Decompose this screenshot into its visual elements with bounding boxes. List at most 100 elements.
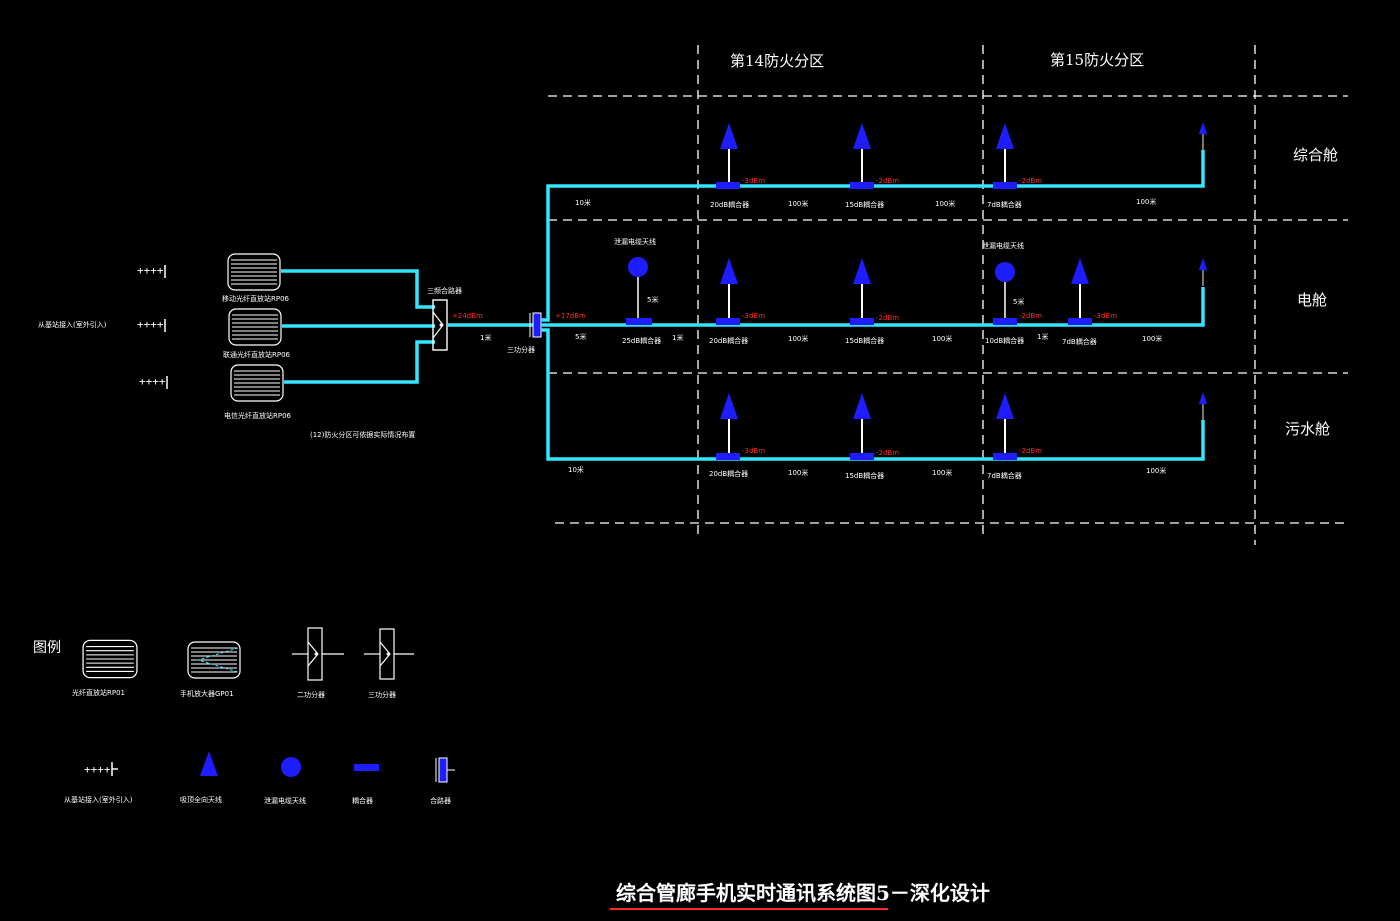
svg-text:++++: ++++ (137, 264, 164, 277)
row1-power-1: -3dBm (742, 177, 765, 185)
row2-span-1: 100米 (788, 334, 808, 343)
antenna-icon (719, 391, 739, 455)
fiber-input-2: ++++ (137, 318, 228, 332)
row1-coupler-3: 7dB耦合器 (987, 200, 1022, 209)
diagram-title: 综合管廊手机实时通讯系统图5－深化设计 (616, 881, 990, 905)
antenna-icon (995, 391, 1015, 455)
legend-item9: 合路器 (430, 796, 451, 805)
rru-icon-2 (228, 308, 282, 346)
antenna-icon (995, 121, 1015, 185)
antenna-icon (852, 391, 872, 455)
legend-item5: 从基站接入(室外引入) (64, 795, 133, 804)
row3-span-2: 100米 (932, 468, 952, 477)
row2-power-1: -3dBm (742, 312, 765, 320)
rru2-label: 联通光纤直放站RP06 (223, 350, 291, 359)
svg-text:++++: ++++ (84, 763, 111, 776)
coupler-icon (850, 453, 874, 460)
row2-span-3: 1米 (1037, 332, 1048, 341)
rru-legend-icon (82, 639, 138, 679)
rru-icon-3 (230, 364, 284, 402)
coupler-icon (850, 182, 874, 189)
coupler-icon (716, 318, 740, 325)
row2-len-after0: 1米 (672, 333, 683, 342)
legend-item2: 手机放大器GP01 (180, 689, 234, 698)
amplifier-legend-icon (187, 641, 241, 679)
antenna-icon (852, 256, 872, 320)
row2-leak-len-1: 5米 (647, 295, 658, 304)
row1-first-len: 10米 (575, 198, 591, 207)
coupler-icon (626, 318, 652, 325)
rru-icon-1 (227, 253, 281, 291)
zone14-label: 第14防火分区 (730, 52, 824, 70)
leaky-cable-icon (628, 257, 648, 277)
row2-coupler-2: 15dB耦合器 (845, 336, 884, 345)
legend-item6: 吸顶全向天线 (180, 795, 222, 804)
leaky-cable-icon (995, 262, 1015, 282)
antenna-legend-icon (200, 751, 218, 776)
row3-first-len: 10米 (568, 465, 584, 474)
splitter-label: 三功分器 (507, 345, 535, 354)
row3-power-2: -2dBm (876, 449, 899, 457)
rru3-label: 电信光纤直放站RP06 (224, 411, 292, 420)
row1-coupler-2: 15dB耦合器 (845, 200, 884, 209)
row1-span-3: 100米 (1136, 197, 1156, 206)
coupler-icon (716, 453, 740, 460)
row2-power-4: -3dBm (1094, 312, 1117, 320)
source-label: 从基站接入(室外引入) (38, 320, 107, 329)
coupler-icon (993, 182, 1017, 189)
base-station-legend-icon: ++++ (84, 762, 118, 776)
row3-coupler-3: 7dB耦合器 (987, 471, 1022, 480)
svg-text:++++: ++++ (139, 375, 166, 388)
row3-coupler-2: 15dB耦合器 (845, 471, 884, 480)
zone15-label: 第15防火分区 (1050, 51, 1144, 69)
coupler-icon (716, 182, 740, 189)
combiner-legend-icon (435, 757, 455, 783)
row3-span-3: 100米 (1146, 466, 1166, 475)
row3-branch: 10米 20dB耦合器 15dB耦合器 7dB耦合器 -3dBm -2dBm -… (568, 391, 1209, 480)
row3-span-1: 100米 (788, 468, 808, 477)
row1-span-1: 100米 (788, 199, 808, 208)
legend-item7: 泄漏电缆天线 (264, 796, 306, 805)
antenna-icon (719, 256, 739, 320)
coupler-icon (993, 318, 1017, 325)
legend: 图例 光纤直放站RP01 手机放大器GP01 二功分器 三功分器 ++++ (33, 627, 455, 805)
legend-item3: 二功分器 (297, 690, 325, 699)
fiber-input-3: ++++ (139, 375, 230, 389)
row3-coupler-1: 20dB耦合器 (709, 469, 748, 478)
three-way-splitter-legend-icon (364, 628, 414, 680)
antenna-icon (719, 121, 739, 185)
row3-power-1: -3dBm (742, 447, 765, 455)
coupler-icon (850, 318, 874, 325)
combiner-icon (432, 299, 448, 351)
two-way-splitter-legend-icon (292, 627, 344, 681)
row3-power-3: -2dBm (1019, 447, 1042, 455)
cable-len-1m: 1米 (480, 333, 491, 342)
source-section: ++++ ++++ ++++ 从基站接入(室外引入) 移动光纤直放站RP06 联… (38, 253, 586, 439)
antenna-icon (1197, 258, 1209, 286)
row2-leak-len-2: 5米 (1013, 297, 1024, 306)
row2-coupler-1: 20dB耦合器 (709, 336, 748, 345)
row1-span-2: 100米 (935, 199, 955, 208)
row1-label: 综合舱 (1293, 146, 1338, 164)
coupler-icon (993, 453, 1017, 460)
row1-coupler-1: 20dB耦合器 (710, 200, 749, 209)
antenna-icon (1197, 392, 1209, 420)
rru1-label: 移动光纤直放站RP06 (222, 294, 290, 303)
antenna-icon (852, 121, 872, 185)
svg-text:++++: ++++ (137, 318, 164, 331)
antenna-icon (1197, 122, 1209, 150)
row2-coupler-0: 25dB耦合器 (622, 336, 661, 345)
legend-heading: 图例 (33, 640, 61, 656)
row3-label: 污水舱 (1285, 420, 1330, 438)
coupler-icon (1068, 318, 1092, 325)
row1-power-2: -2dBm (876, 177, 899, 185)
row1-power-3: -2dBm (1019, 177, 1042, 185)
row2-span-2: 100米 (932, 334, 952, 343)
row2-span-4: 100米 (1142, 334, 1162, 343)
row2-coupler-3: 10dB耦合器 (985, 336, 1024, 345)
row2-power-2: -2dBm (876, 314, 899, 322)
row2-leak-label-2: 泄漏电缆天线 (982, 241, 1024, 250)
row2-first-len: 5米 (575, 332, 586, 341)
combiner-label: 三频合路器 (427, 286, 462, 295)
